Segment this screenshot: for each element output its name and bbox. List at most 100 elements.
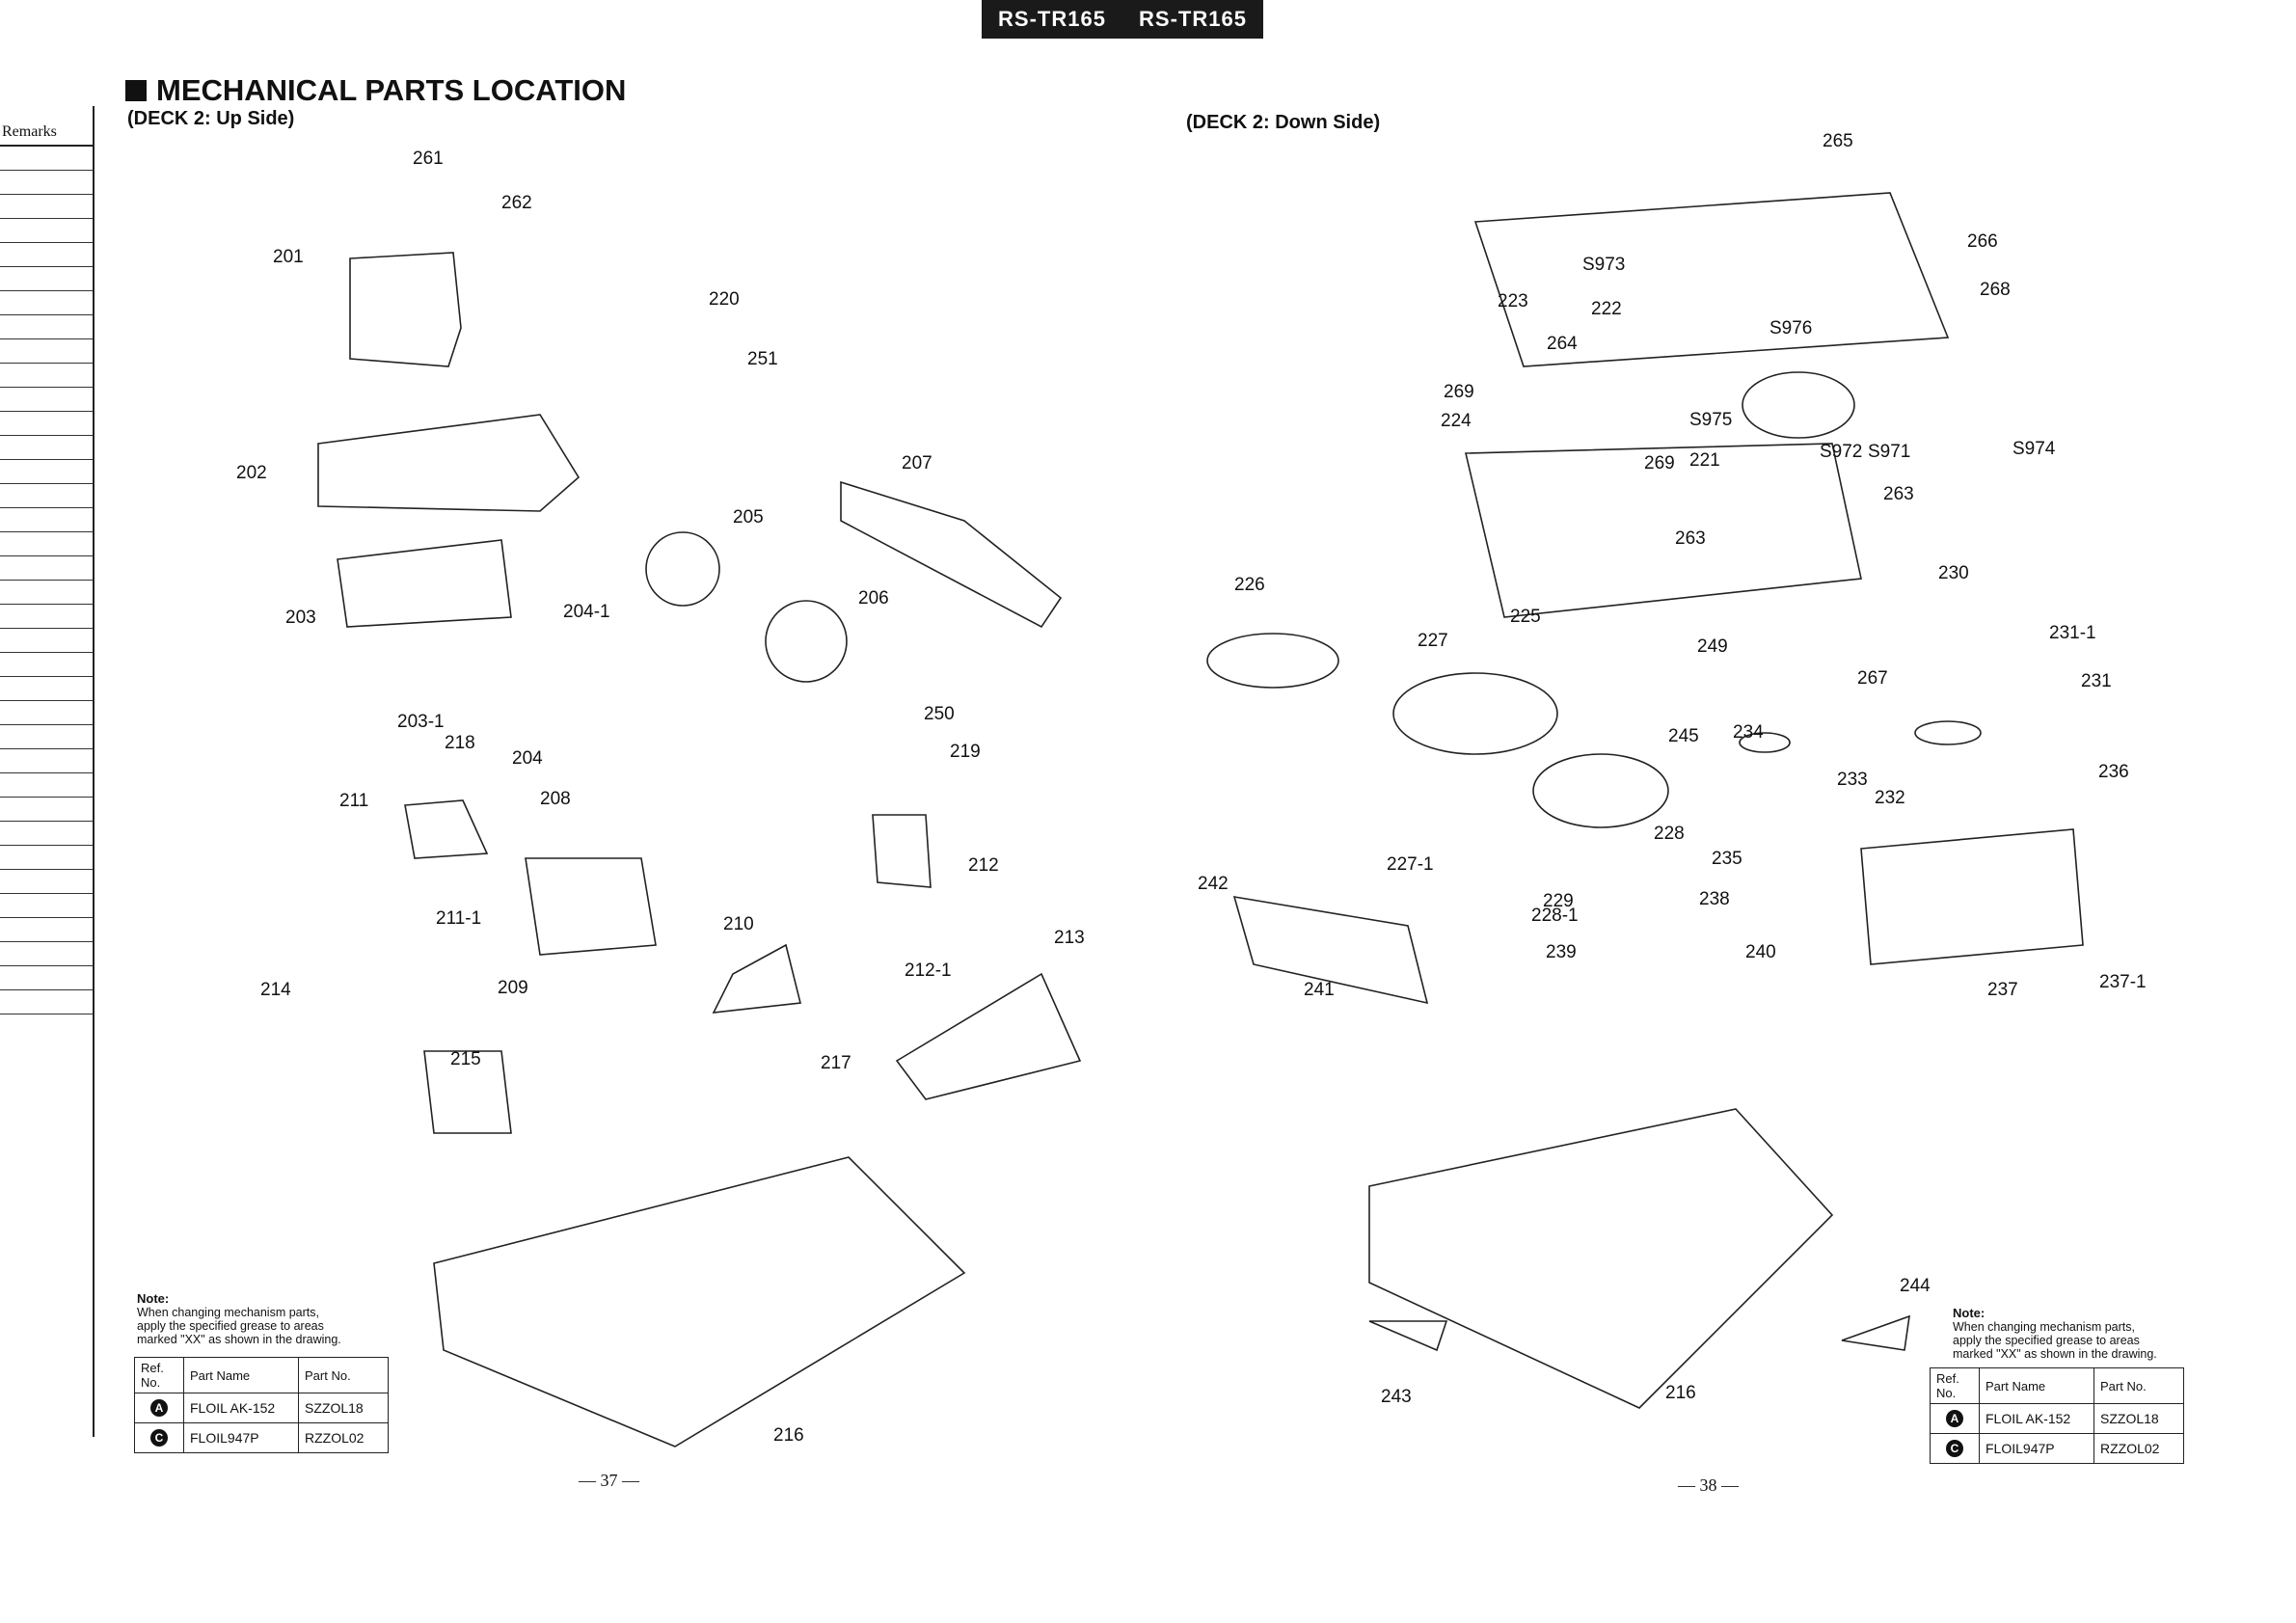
part-callout-label: 237-1 bbox=[2099, 972, 2147, 992]
part-226-flywheel bbox=[1206, 633, 1339, 689]
part-callout-label: 251 bbox=[747, 349, 778, 369]
remarks-row bbox=[0, 798, 93, 822]
part-callout-label: 227 bbox=[1418, 631, 1448, 651]
col-name: Part Name bbox=[1979, 1367, 2094, 1404]
note-heading: Note: bbox=[137, 1291, 170, 1306]
remarks-row bbox=[0, 291, 93, 315]
part-callout-label: 209 bbox=[498, 978, 528, 998]
mechanism-drawing bbox=[317, 192, 2084, 1447]
note-heading: Note: bbox=[1953, 1306, 1985, 1320]
part-callout-label: 234 bbox=[1733, 722, 1764, 743]
part-callout-label: 261 bbox=[413, 149, 444, 169]
remarks-row bbox=[0, 701, 93, 725]
part-callout-label: 212 bbox=[968, 855, 999, 876]
part-callout-label: 215 bbox=[450, 1049, 481, 1069]
remarks-row bbox=[0, 556, 93, 581]
part-name: FLOIL AK-152 bbox=[1979, 1403, 2094, 1434]
remarks-row bbox=[0, 966, 93, 990]
part-callout-label: 239 bbox=[1546, 942, 1577, 962]
part-callout-label: 218 bbox=[445, 733, 475, 753]
remarks-row bbox=[0, 339, 93, 364]
part-name: FLOIL AK-152 bbox=[183, 1393, 299, 1423]
part-213-arm bbox=[895, 972, 1082, 1100]
part-241-lever bbox=[1232, 896, 1429, 1005]
part-callout-label: 249 bbox=[1697, 636, 1728, 657]
remarks-row bbox=[0, 870, 93, 894]
right-grease-table: Ref. No. Part Name Part No. A FLOIL AK-1… bbox=[1930, 1367, 2184, 1464]
remarks-row bbox=[0, 195, 93, 219]
part-callout-label: 269 bbox=[1644, 453, 1675, 473]
part-callout-label: 219 bbox=[950, 742, 981, 762]
remarks-row bbox=[0, 508, 93, 532]
note-line-2: apply the specified grease to areas bbox=[137, 1319, 324, 1333]
part-callout-label: 242 bbox=[1198, 874, 1229, 894]
col-name: Part Name bbox=[183, 1357, 299, 1393]
table-header-row: Ref. No. Part Name Part No. bbox=[1930, 1367, 2184, 1404]
note-line-3: marked "XX" as shown in the drawing. bbox=[1953, 1347, 2157, 1361]
part-callout-label: 232 bbox=[1875, 788, 1905, 808]
part-callout-label: 212-1 bbox=[905, 960, 952, 981]
remarks-row bbox=[0, 484, 93, 508]
remarks-column: Remarks bbox=[0, 106, 95, 1437]
part-callout-label: 265 bbox=[1823, 131, 1853, 151]
part-265-switch-board bbox=[1473, 192, 1950, 367]
part-243-lever bbox=[1368, 1320, 1448, 1352]
remarks-row bbox=[0, 412, 93, 436]
part-name: FLOIL947P bbox=[183, 1422, 299, 1453]
part-callout-label: 221 bbox=[1689, 450, 1720, 471]
part-callout-label: 216 bbox=[773, 1425, 804, 1446]
remarks-row bbox=[0, 581, 93, 605]
part-callout-label: 216 bbox=[1665, 1383, 1696, 1403]
note-line-1: When changing mechanism parts, bbox=[1953, 1320, 2135, 1334]
part-callout-label: 245 bbox=[1668, 726, 1699, 746]
table-row: A FLOIL AK-152 SZZOL18 bbox=[134, 1393, 389, 1423]
part-no: SZZOL18 bbox=[2093, 1403, 2184, 1434]
part-callout-label: 202 bbox=[236, 463, 267, 483]
part-callout-label: 263 bbox=[1675, 528, 1706, 549]
remarks-row bbox=[0, 460, 93, 484]
remarks-header: Remarks bbox=[0, 106, 93, 147]
remarks-row bbox=[0, 171, 93, 195]
part-callout-label: 229 bbox=[1543, 891, 1574, 911]
part-no: SZZOL18 bbox=[298, 1393, 389, 1423]
part-callout-label: 231-1 bbox=[2049, 623, 2096, 643]
grease-symbol: C bbox=[1946, 1440, 1963, 1457]
remarks-row bbox=[0, 364, 93, 388]
part-callout-label: S973 bbox=[1582, 255, 1625, 275]
part-callout-label: 223 bbox=[1498, 291, 1528, 311]
part-no: RZZOL02 bbox=[298, 1422, 389, 1453]
part-212-block bbox=[872, 814, 932, 888]
col-part-no: Part No. bbox=[2093, 1367, 2184, 1404]
part-callout-label: 208 bbox=[540, 789, 571, 809]
part-callout-label: 241 bbox=[1304, 980, 1335, 1000]
part-201-solenoid bbox=[349, 252, 462, 367]
part-callout-label: 238 bbox=[1699, 889, 1730, 909]
part-215-lever bbox=[423, 1050, 512, 1134]
part-callout-label: 225 bbox=[1510, 607, 1541, 627]
remarks-row bbox=[0, 629, 93, 653]
part-callout-label: 233 bbox=[1837, 770, 1868, 790]
left-subtitle: (DECK 2: Up Side) bbox=[127, 108, 295, 129]
remarks-row bbox=[0, 436, 93, 460]
part-callout-label: 204 bbox=[512, 748, 543, 769]
remarks-row bbox=[0, 942, 93, 966]
grease-symbol: A bbox=[1946, 1410, 1963, 1427]
part-202-plate bbox=[317, 414, 581, 512]
remarks-row bbox=[0, 653, 93, 677]
part-callout-label: 226 bbox=[1234, 575, 1265, 595]
note-line-3: marked "XX" as shown in the drawing. bbox=[137, 1333, 341, 1346]
right-subtitle: (DECK 2: Down Side) bbox=[1186, 112, 1381, 133]
part-205-gear bbox=[645, 531, 720, 607]
page-title: MECHANICAL PARTS LOCATION bbox=[125, 73, 626, 108]
part-221-motor bbox=[1742, 371, 1855, 439]
part-234-reel bbox=[1739, 732, 1791, 753]
part-216-chassis-right bbox=[1368, 1108, 1834, 1409]
remarks-row bbox=[0, 315, 93, 339]
part-callout-label: 227-1 bbox=[1387, 854, 1434, 875]
remarks-row bbox=[0, 147, 93, 171]
col-ref: Ref. No. bbox=[134, 1357, 184, 1393]
part-no: RZZOL02 bbox=[2093, 1433, 2184, 1464]
part-callout-label: 267 bbox=[1857, 668, 1888, 689]
